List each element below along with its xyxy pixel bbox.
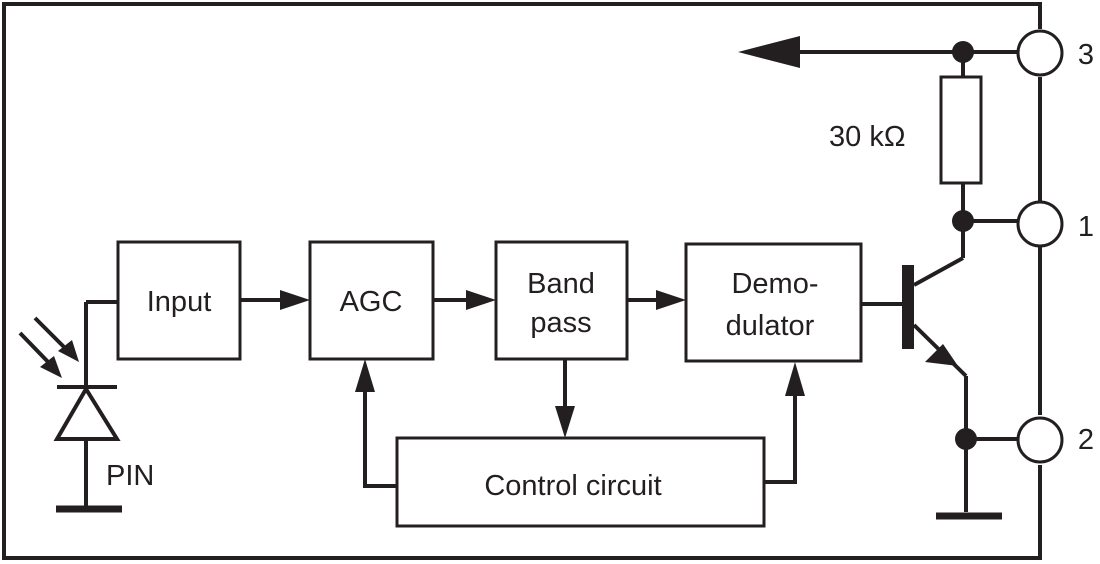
terminal-1: [1016, 200, 1064, 248]
arrow-control-agc: [355, 359, 397, 488]
junction-dot-pin2: [955, 428, 977, 450]
bandpass-label-line1: Band: [527, 268, 595, 300]
arrow-bandpass-control: [555, 359, 575, 438]
demodulator-block: [684, 242, 863, 363]
bandpass-label-line2: pass: [530, 307, 591, 339]
arrow-bandpass-demodulator: [627, 290, 686, 310]
arrow-input-agc: [240, 290, 310, 310]
arrow-control-demodulator: [764, 362, 805, 484]
arrow-agc-bandpass: [433, 290, 496, 310]
output-transistor: [861, 220, 1002, 520]
input-block: [116, 240, 242, 361]
terminal-1-label: 1: [1078, 211, 1094, 243]
terminal-3-label: 3: [1078, 39, 1094, 71]
bandpass-block: [494, 240, 629, 361]
input-block-label: Input: [147, 286, 212, 318]
outer-frame: [2, 2, 1042, 560]
pin-label: PIN: [106, 460, 154, 492]
light-arrows-icon: [18, 316, 79, 378]
output-arrow: [738, 36, 1018, 68]
junction-dot-pin3: [952, 41, 974, 63]
pin-photodiode: [53, 302, 122, 513]
agc-block: [308, 240, 435, 361]
control-circuit-block: [395, 436, 766, 528]
resistor-label: 30 kΩ: [829, 121, 906, 153]
terminal-3: [1016, 29, 1064, 77]
demodulator-label-line2: dulator: [726, 310, 815, 342]
agc-block-label: AGC: [340, 286, 403, 318]
junction-dot-pin1: [952, 210, 974, 232]
pullup-resistor: [939, 52, 983, 220]
terminal-2-label: 2: [1078, 424, 1094, 456]
terminal-2: [1016, 416, 1064, 464]
control-circuit-label: Control circuit: [484, 470, 661, 502]
demodulator-label-line1: Demo-: [731, 268, 818, 300]
